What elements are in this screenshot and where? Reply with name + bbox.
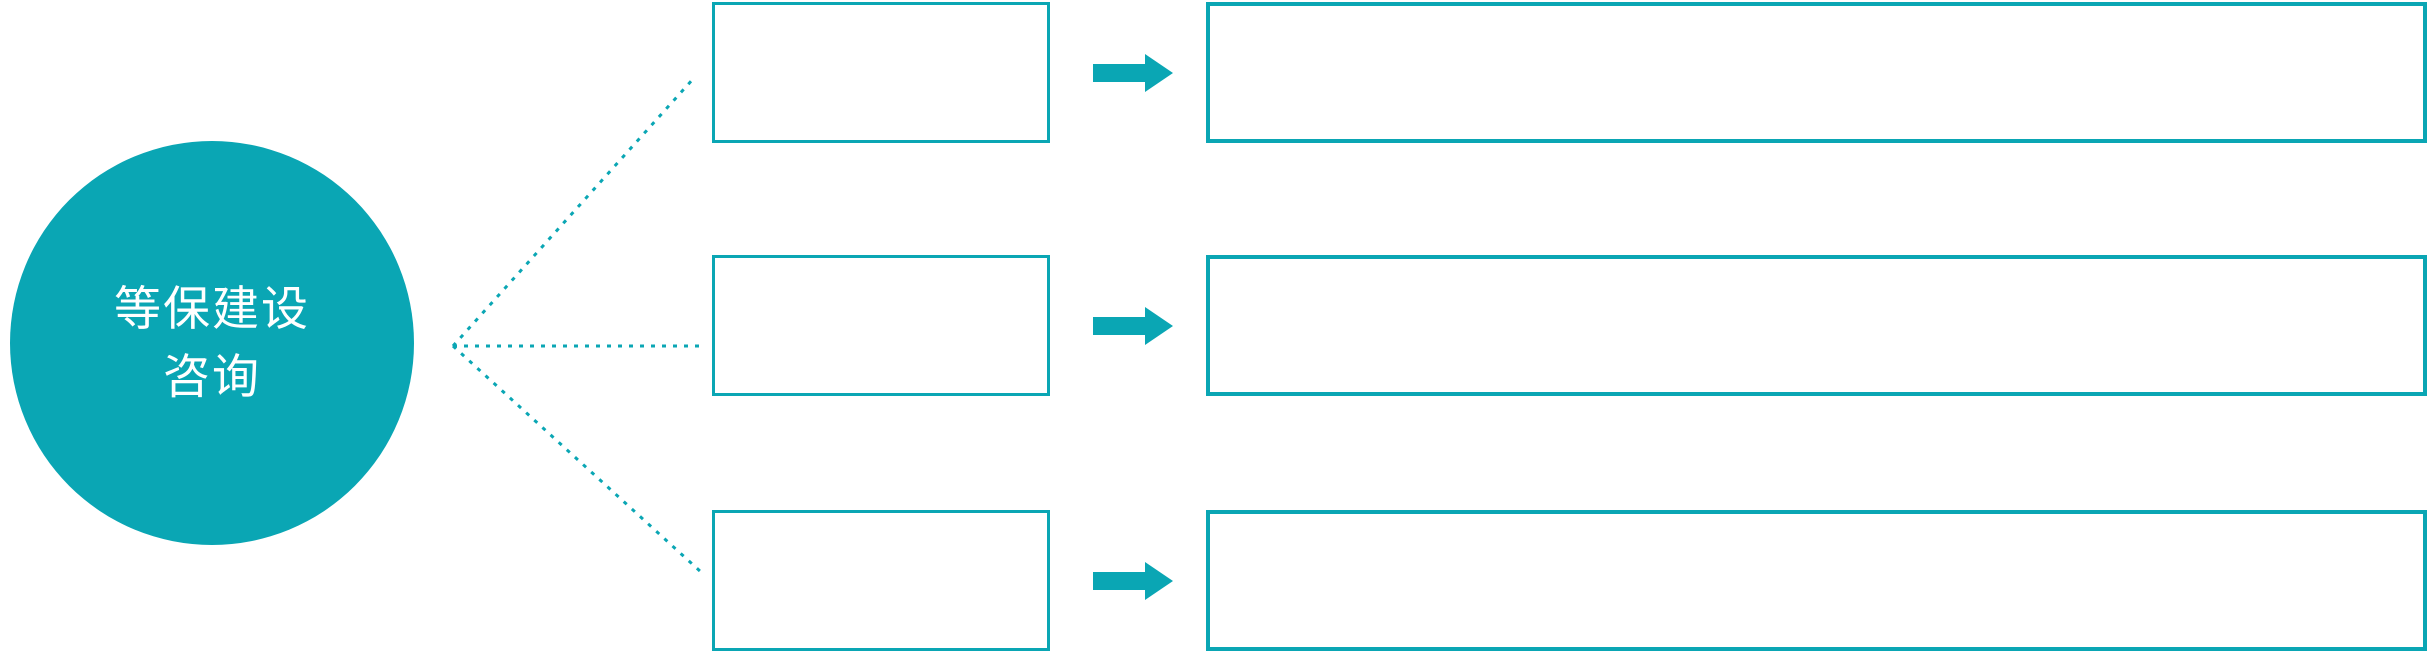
hub-label-line2: 咨询 xyxy=(163,350,261,403)
hub-label-line1: 等保建设 xyxy=(114,281,310,335)
branch-row-3 xyxy=(0,510,2434,651)
right-arrow-icon xyxy=(1093,53,1173,92)
dotted-connector-bottom-icon xyxy=(451,344,703,574)
hub-circle: 等保建设 咨询 xyxy=(10,141,414,545)
detail-box-2 xyxy=(1206,255,2427,396)
branch-row-1 xyxy=(0,2,2434,143)
dotted-connector-top-icon xyxy=(451,77,695,348)
right-arrow-icon xyxy=(1093,561,1173,600)
branch-row-2 xyxy=(0,255,2434,396)
step-box-3 xyxy=(712,510,1050,651)
detail-box-3 xyxy=(1206,510,2427,651)
right-arrow-icon xyxy=(1093,306,1173,345)
detail-box-1 xyxy=(1206,2,2427,143)
step-box-2 xyxy=(712,255,1050,396)
step-box-1 xyxy=(712,2,1050,143)
